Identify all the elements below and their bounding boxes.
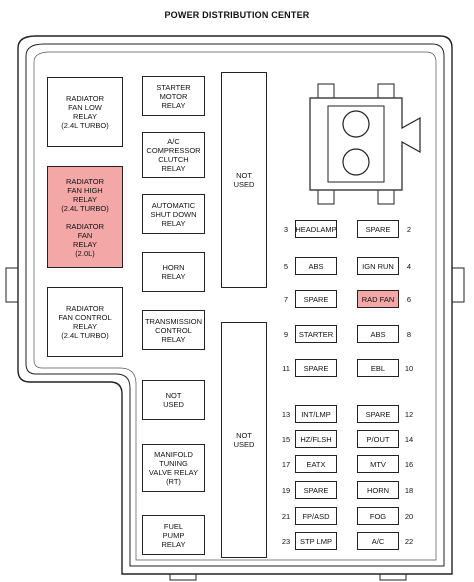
fuse-p-out: P/OUT <box>357 430 399 448</box>
relay-horn: HORN RELAY <box>142 252 205 292</box>
fuse-number: 14 <box>404 435 414 444</box>
relay-starter-motor: STARTER MOTOR RELAY <box>142 76 205 116</box>
fuse-horn: HORN <box>357 481 399 499</box>
fuse-number: 4 <box>406 262 412 271</box>
relay-ac-compressor-clutch: A/C COMPRESSOR CLUTCH RELAY <box>142 132 205 178</box>
fuse-spare: SPARE <box>295 290 337 308</box>
fuse-spare: SPARE <box>357 220 399 238</box>
relay-not-used: NOT USED <box>142 380 205 420</box>
fuse-spare: SPARE <box>295 359 337 377</box>
fuse-number: 2 <box>406 225 412 234</box>
relay-radiator-fan-control: RADIATOR FAN CONTROL RELAY (2.4L TURBO) <box>47 287 123 357</box>
fuse-abs: ABS <box>357 325 399 343</box>
fuse-number: 10 <box>404 364 414 373</box>
fuse-number: 11 <box>282 364 290 373</box>
fuse-number: 5 <box>283 262 289 271</box>
fuse-stp-lmp: STP LMP <box>295 532 337 550</box>
fuse-spare: SPARE <box>295 481 337 499</box>
fuse-number: 6 <box>406 295 412 304</box>
fuse-ebl: EBL <box>357 359 399 377</box>
fuse-rad-fan: RAD FAN <box>357 290 399 308</box>
fuse-spare: SPARE <box>357 405 399 423</box>
fuse-mtv: MTV <box>357 455 399 473</box>
fuse-fp-asd: FP/ASD <box>295 507 337 525</box>
diagram-title: POWER DISTRIBUTION CENTER <box>164 10 310 20</box>
fuse-int-lmp: INT/LMP <box>295 405 337 423</box>
fuse-number: 20 <box>404 512 414 521</box>
fuse-number: 13 <box>281 410 291 419</box>
relay-manifold-tuning-valve: MANIFOLD TUNING VALVE RELAY (RT) <box>142 444 205 492</box>
fuse-number: 3 <box>283 225 289 234</box>
relay-automatic-shut-down: AUTOMATIC SHUT DOWN RELAY <box>142 194 205 234</box>
fuse-number: 19 <box>281 486 291 495</box>
relay-transmission-control: TRANSMISSION CONTROL RELAY <box>142 310 205 350</box>
fuse-ign-run: IGN RUN <box>357 257 399 275</box>
fuse-eatx: EATX <box>295 455 337 473</box>
fuse-number: 16 <box>404 460 414 469</box>
fuse-abs: ABS <box>295 257 337 275</box>
fuse-number: 9 <box>283 330 289 339</box>
fuse-starter: STARTER <box>295 325 337 343</box>
fuse-fog: FOG <box>357 507 399 525</box>
fuse-ac: A/C <box>357 532 399 550</box>
relay-fuel-pump: FUEL PUMP RELAY <box>142 515 205 555</box>
fuse-number: 21 <box>281 512 291 521</box>
fuse-number: 22 <box>404 537 414 546</box>
fuse-headlamp: HEADLAMP <box>295 220 337 238</box>
fuse-number: 18 <box>404 486 414 495</box>
connector-block <box>309 83 421 205</box>
fuse-number: 8 <box>406 330 412 339</box>
relay-radiator-fan-high: RADIATOR FAN HIGH RELAY (2.4L TURBO) RAD… <box>47 166 123 268</box>
fuse-number: 23 <box>281 537 291 546</box>
fuse-number: 17 <box>281 460 291 469</box>
relay-radiator-fan-low: RADIATOR FAN LOW RELAY (2.4L TURBO) <box>47 77 123 147</box>
fuse-number: 7 <box>283 295 289 304</box>
not-used-block-upper: NOT USED <box>221 72 267 288</box>
fuse-number: 12 <box>404 410 414 419</box>
fuse-number: 15 <box>281 435 291 444</box>
not-used-block-lower: NOT USED <box>221 322 267 558</box>
fuse-hz-flsh: HZ/FLSH <box>295 430 337 448</box>
